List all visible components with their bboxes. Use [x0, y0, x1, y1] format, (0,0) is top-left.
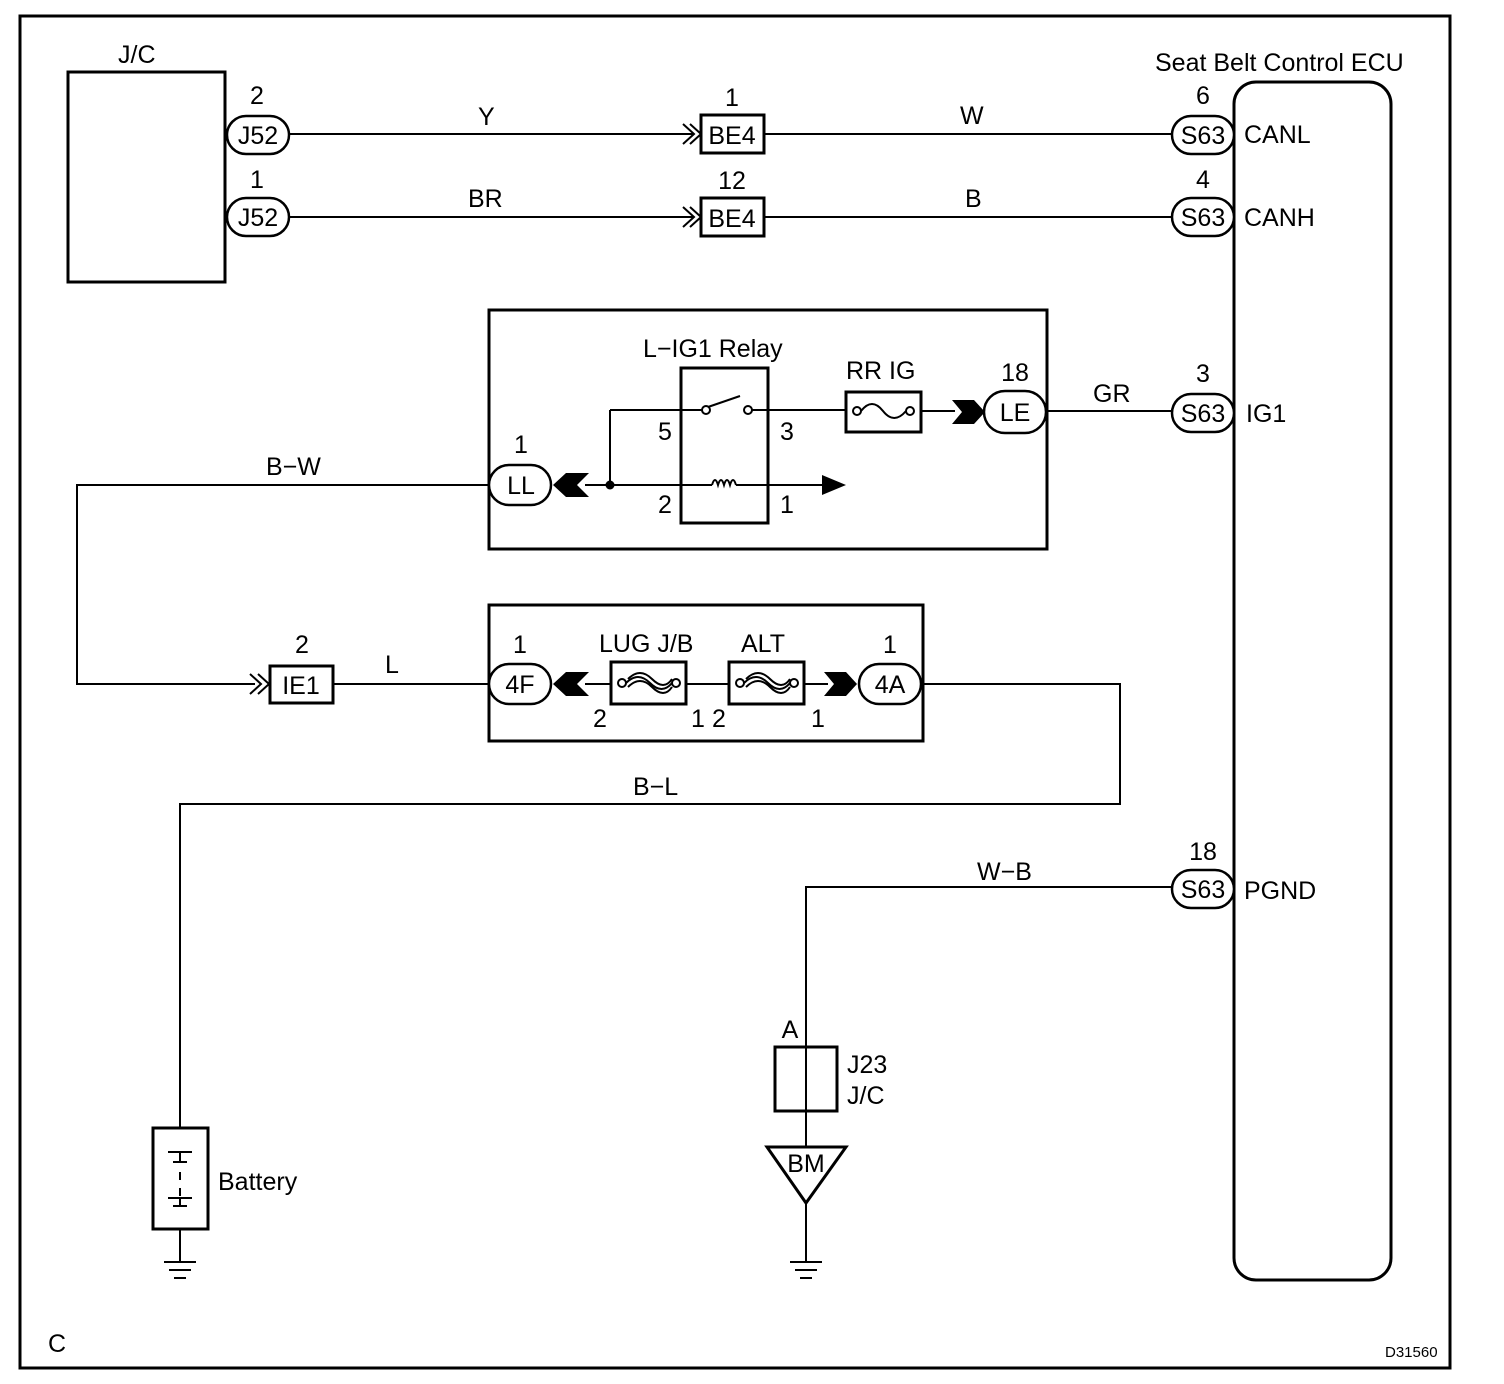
j23-name: J23	[847, 1051, 887, 1079]
ground-point-bm: BM	[764, 1145, 849, 1279]
relay-pin-5: 5	[658, 418, 672, 446]
wire-color-bw: B−W	[266, 453, 321, 481]
svg-text:S63: S63	[1181, 876, 1225, 904]
ecu-pin-canl: S63 6 CANL	[1170, 82, 1311, 156]
relay-pin-1: 1	[780, 491, 794, 519]
ecu-pin-pgnd: S63 18 PGND	[1170, 838, 1316, 910]
svg-text:BM: BM	[787, 1150, 825, 1178]
wire-color-wb: W−B	[977, 858, 1032, 886]
ll-pin: 1	[514, 431, 528, 459]
ecu-title: Seat Belt Control ECU	[1155, 49, 1404, 77]
j23-pin: A	[782, 1016, 799, 1044]
connector-j23: A J23 J/C	[773, 1016, 887, 1113]
svg-text:2: 2	[593, 705, 607, 733]
svg-text:S63: S63	[1181, 122, 1225, 150]
svg-text:J52: J52	[238, 204, 278, 232]
svg-text:2: 2	[712, 705, 726, 733]
jc-block: J/C 2 1	[66, 41, 264, 284]
battery	[151, 1126, 210, 1279]
jc-title: J/C	[118, 41, 156, 69]
jc-pin-canl: 2	[250, 82, 264, 110]
ecu-block: Seat Belt Control ECU	[1155, 49, 1404, 1282]
connector-be4-bottom: BE4 12	[682, 167, 766, 238]
4a-pin: 1	[883, 631, 897, 659]
svg-text:6: 6	[1196, 82, 1210, 110]
svg-text:PGND: PGND	[1244, 877, 1316, 905]
le-pin: 18	[1001, 359, 1029, 387]
svg-text:CANH: CANH	[1244, 204, 1315, 232]
svg-text:1: 1	[691, 705, 705, 733]
lug-jb-label: LUG J/B	[599, 630, 693, 658]
svg-text:4F: 4F	[505, 671, 534, 699]
connector-ie1: IE1 2	[249, 631, 335, 705]
svg-text:18: 18	[1189, 838, 1217, 866]
connector-j52-canl: J52	[225, 114, 291, 156]
relay-pin-2: 2	[658, 491, 672, 519]
wire-color-w: W	[960, 102, 984, 130]
relay-pin-3: 3	[780, 418, 794, 446]
svg-text:4A: 4A	[875, 671, 906, 699]
jc-pin-canh: 1	[250, 166, 264, 194]
wire-color-b: B	[965, 185, 982, 213]
svg-text:LE: LE	[1000, 399, 1031, 427]
svg-text:1: 1	[811, 705, 825, 733]
alt-label: ALT	[741, 630, 785, 658]
wire-color-l: L	[385, 651, 399, 679]
svg-text:S63: S63	[1181, 400, 1225, 428]
svg-text:4: 4	[1196, 166, 1210, 194]
ecu-pin-ig1: S63 3 IG1	[1170, 360, 1286, 434]
connector-4f	[487, 662, 553, 706]
doc-code: D31560	[1385, 1344, 1438, 1361]
diagram-frame	[18, 14, 1452, 1370]
svg-text:IG1: IG1	[1246, 400, 1286, 428]
svg-text:IE1: IE1	[282, 672, 320, 700]
wire-color-bl: B−L	[633, 773, 678, 801]
battery-label: Battery	[218, 1168, 298, 1196]
wire-color-y: Y	[478, 103, 495, 131]
connector-j52-canh: J52	[225, 196, 291, 238]
svg-text:LL: LL	[507, 472, 535, 500]
fusible-link-block: 4F 1 LUG J/B 2 1 ALT 2 1 4A 1	[487, 603, 925, 743]
wire-color-br: BR	[468, 185, 503, 213]
corner-label: C	[48, 1330, 66, 1358]
j23-sub: J/C	[847, 1082, 885, 1110]
be4-pin-bottom: 12	[718, 167, 746, 195]
svg-text:S63: S63	[1181, 204, 1225, 232]
ecu-pin-canh: S63 4 CANH	[1170, 166, 1315, 238]
be4-pin-top: 1	[725, 84, 739, 112]
4f-pin: 1	[513, 631, 527, 659]
ie1-pin: 2	[295, 631, 309, 659]
svg-text:J52: J52	[238, 122, 278, 150]
fuse-rr-ig-label: RR IG	[846, 357, 915, 385]
svg-text:CANL: CANL	[1244, 121, 1311, 149]
svg-text:BE4: BE4	[708, 122, 755, 150]
connector-be4-top: BE4 1	[682, 84, 766, 155]
l-ig1-relay	[679, 366, 770, 525]
svg-text:3: 3	[1196, 360, 1210, 388]
relay-block: L−IG1 Relay 5 3 2 1 RR IG LE 18 LL 1	[487, 308, 1049, 551]
svg-text:BE4: BE4	[708, 205, 755, 233]
wire-color-gr: GR	[1093, 380, 1131, 408]
relay-label: L−IG1 Relay	[643, 335, 783, 363]
